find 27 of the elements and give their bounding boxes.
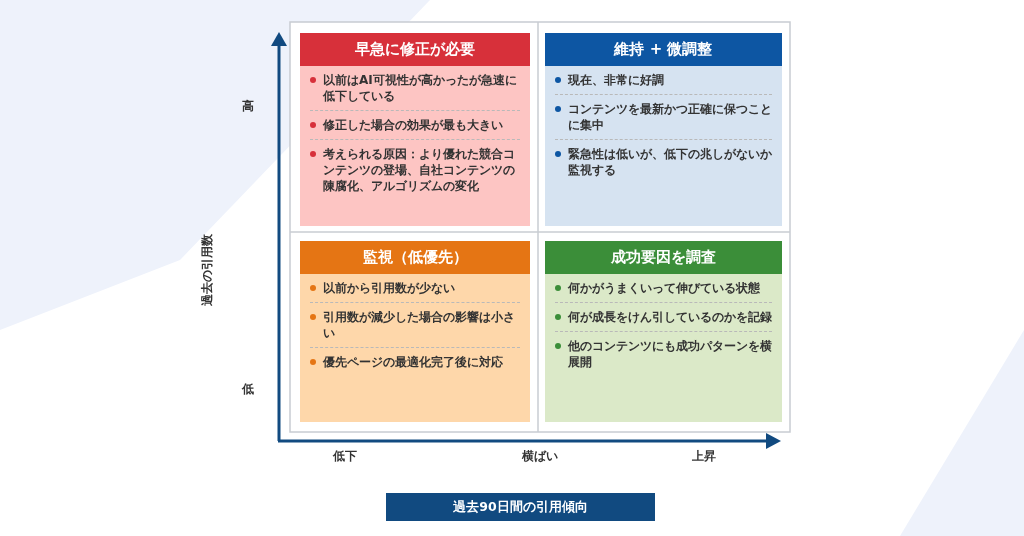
bullet-item: 何かがうまくいって伸びている状態 bbox=[555, 274, 774, 302]
bullet-item: 何が成長をけん引しているのかを記録 bbox=[555, 303, 774, 331]
axis-title: 過去の引用数 bbox=[198, 234, 215, 306]
quadrant-card bbox=[545, 241, 782, 422]
bullet-item: コンテンツを最新かつ正確に保つことに集中 bbox=[555, 95, 774, 139]
bullet-item: 修正した場合の効果が最も大きい bbox=[310, 111, 522, 139]
card-header: 成功要因を調査 bbox=[545, 241, 782, 274]
bullet-item: 現在、非常に好調 bbox=[555, 66, 774, 94]
bullet-item: 以前はAI可視性が高かったが急速に低下している bbox=[310, 66, 522, 110]
bullet-item: 優先ページの最適化完了後に対応 bbox=[310, 348, 522, 376]
axis-tick-label: 高 bbox=[242, 98, 254, 115]
card-header: 維持 + 微調整 bbox=[545, 33, 782, 66]
bullet-item: 以前から引用数が少ない bbox=[310, 274, 522, 302]
quadrant-card bbox=[545, 33, 782, 226]
quadrant-card bbox=[300, 33, 530, 226]
axis-title-box: 過去90日間の引用傾向 bbox=[386, 493, 655, 521]
bullet-item: 緊急性は低いが、低下の兆しがないか監視する bbox=[555, 140, 774, 184]
axis-tick-label: 低下 bbox=[333, 448, 357, 465]
bullet-item: 引用数が減少した場合の影響は小さい bbox=[310, 303, 522, 347]
quadrant-card bbox=[300, 241, 530, 422]
card-header: 早急に修正が必要 bbox=[300, 33, 530, 66]
card-header: 監視（低優先） bbox=[300, 241, 530, 274]
axis-tick-label: 上昇 bbox=[692, 448, 716, 465]
axis-tick-label: 横ばい bbox=[522, 448, 558, 465]
bullet-item: 他のコンテンツにも成功パターンを横展開 bbox=[555, 332, 774, 376]
axis-tick-label: 低 bbox=[242, 381, 254, 398]
bullet-item: 考えられる原因：より優れた競合コンテンツの登場、自社コンテンツの陳腐化、アルゴリズムの変化 bbox=[310, 140, 522, 200]
